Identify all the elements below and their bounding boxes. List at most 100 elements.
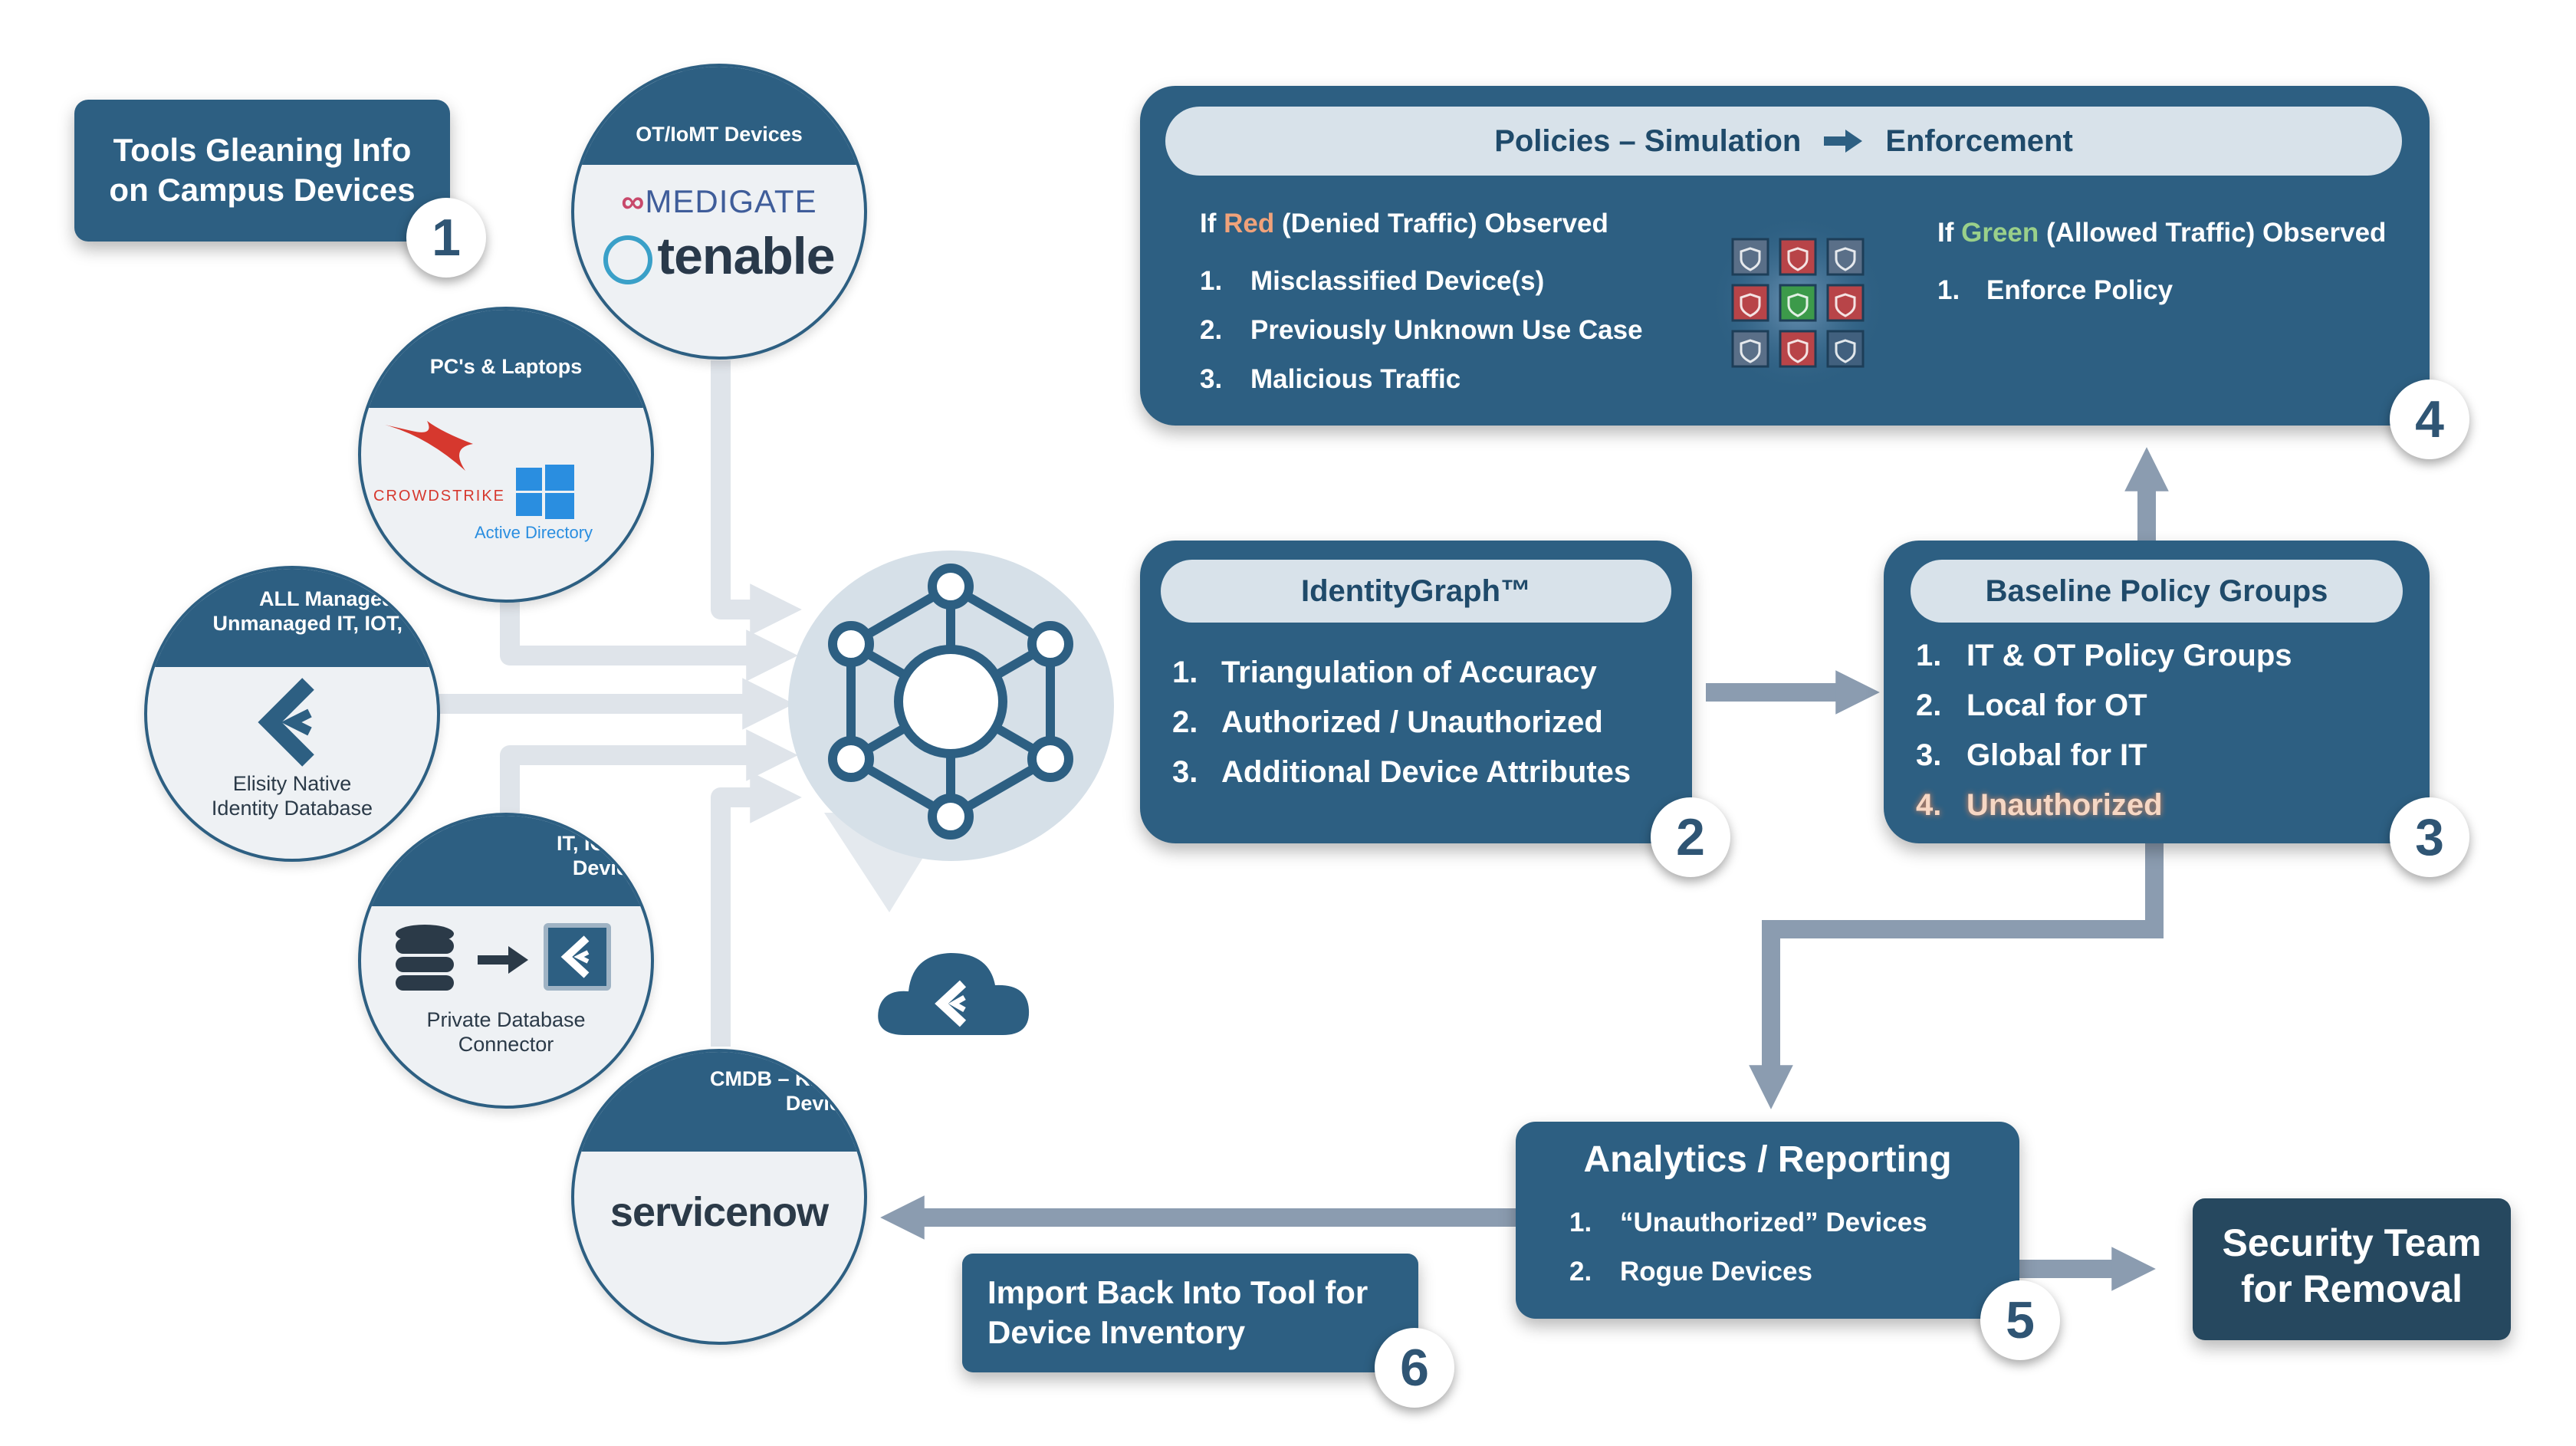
- source-cmdb-caption-line2: Devices: [785, 1092, 864, 1115]
- arrow-cmdb-to-hub: [711, 771, 802, 1047]
- step-badge-3: 3: [2390, 797, 2469, 877]
- analytics-title: Analytics / Reporting: [1583, 1139, 1952, 1180]
- tenable-logo-icon: [603, 235, 653, 285]
- list-number: 1.: [1916, 639, 1942, 672]
- policies-header-pill: Policies – Simulation Enforcement: [1165, 107, 2402, 176]
- list-item: 3. Additional Device Attributes: [1172, 748, 1631, 797]
- list-item: 1. Triangulation of Accuracy: [1172, 648, 1631, 698]
- source-it-caption-line2: Devices: [572, 856, 651, 879]
- analytics-list: 1.“Unauthorized” Devices 2. Rogue Devices: [1569, 1198, 1927, 1296]
- source-it-label2: Connector: [458, 1033, 554, 1056]
- list-item: 2.Local for OT: [1916, 681, 2292, 731]
- list-number: 1.: [1937, 275, 1960, 305]
- source-all-label2: Identity Database: [211, 797, 373, 820]
- source-all-managed-circle: ALL Managed and Unmanaged IT, IOT, OT El…: [144, 566, 440, 862]
- policies-green-heading: If Green (Allowed Traffic) Observed: [1937, 218, 2386, 248]
- database-icon: [396, 925, 454, 991]
- list-text: Rogue Devices: [1620, 1257, 1812, 1287]
- source-ot-caption: OT/IoMT Devices: [574, 67, 864, 165]
- step-badge-4: 4: [2390, 380, 2469, 459]
- import-back-line1: Import Back Into Tool for: [987, 1274, 1368, 1310]
- step-badge-6: 6: [1375, 1328, 1454, 1408]
- security-team-box: Security Team for Removal: [2193, 1198, 2511, 1340]
- list-number: 1.: [1200, 266, 1223, 296]
- identity-graph-box: IdentityGraph™ 1. Triangulation of Accura…: [1140, 541, 1692, 843]
- policies-red-prefix: If: [1200, 209, 1224, 238]
- source-all-label1: Elisity Native: [232, 772, 352, 795]
- policies-header-left: Policies – Simulation: [1494, 123, 1802, 158]
- arrow-right-icon: [478, 946, 528, 974]
- baseline-policy-list: 1. IT & OT Policy Groups 2.Local for OT 3…: [1916, 631, 2292, 830]
- policies-red-heading: If Red (Denied Traffic) Observed: [1200, 209, 1608, 239]
- servicenow-logo-text: servicenow: [610, 1189, 829, 1235]
- analytics-box: Analytics / Reporting 1.“Unauthorized” D…: [1516, 1122, 2019, 1319]
- identity-graph-title: IdentityGraph™: [1161, 560, 1671, 623]
- policies-green-list: 1. Enforce Policy: [1937, 266, 2173, 315]
- list-text: Previously Unknown Use Case: [1250, 315, 1643, 345]
- list-text: Additional Device Attributes: [1221, 755, 1631, 789]
- step-badge-2: 2: [1651, 797, 1730, 877]
- list-number: 2.: [1200, 315, 1223, 345]
- list-item: 1. IT & OT Policy Groups: [1916, 631, 2292, 681]
- list-text: IT & OT Policy Groups: [1967, 639, 2292, 672]
- source-it-label1: Private Database: [426, 1008, 586, 1031]
- connector-elisity-icon: [544, 923, 611, 991]
- policies-box: Policies – Simulation Enforcement If Red…: [1140, 86, 2430, 426]
- source-all-caption: ALL Managed and Unmanaged IT, IOT, OT: [147, 569, 437, 667]
- source-cmdb-circle: CMDB – Known Devices servicenow: [571, 1049, 867, 1345]
- network-hub-icon: [828, 564, 1073, 840]
- list-number: 2.: [1569, 1257, 1592, 1287]
- step-badge-1: 1: [406, 198, 486, 278]
- policies-red-suffix: (Denied Traffic) Observed: [1274, 209, 1608, 238]
- source-all-caption-line1: ALL Managed and: [258, 587, 437, 610]
- list-item: 3.Global for IT: [1916, 731, 2292, 781]
- list-text: Misclassified Device(s): [1250, 266, 1545, 296]
- list-number: 3.: [1172, 755, 1198, 789]
- list-item: 1. Misclassified Device(s): [1200, 257, 1643, 306]
- medigate-logo-icon: ∞: [621, 183, 646, 219]
- list-number: 1.: [1172, 656, 1198, 689]
- import-back-box: Import Back Into Tool for Device Invento…: [962, 1254, 1418, 1372]
- list-text: Local for OT: [1967, 688, 2147, 722]
- list-number: 1.: [1569, 1208, 1592, 1237]
- list-item: 3.Malicious Traffic: [1200, 355, 1643, 404]
- source-all-caption-line2: Unmanaged IT, IOT, OT: [212, 612, 437, 635]
- arrow-ot-to-hub: [711, 360, 802, 636]
- list-number: 4.: [1916, 788, 1942, 822]
- source-it-caption-line1: IT, IOT,OT: [556, 832, 651, 855]
- list-text: Unauthorized: [1967, 788, 2163, 822]
- baseline-policy-box: Baseline Policy Groups 1. IT & OT Policy …: [1884, 541, 2430, 843]
- source-it-iot-ot-circle: IT, IOT,OT Devices Private Database Conn…: [358, 813, 654, 1109]
- cloud-elisity-icon: [878, 953, 1030, 1035]
- arrow-it-to-hub: [500, 729, 798, 813]
- list-item: 4. Unauthorized: [1916, 781, 2292, 830]
- baseline-policy-title: Baseline Policy Groups: [1911, 560, 2403, 623]
- list-text: Enforce Policy: [1986, 275, 2174, 305]
- identity-graph-list: 1. Triangulation of Accuracy 2.Authorized…: [1172, 648, 1631, 797]
- source-pc-caption: PC's & Laptops: [361, 310, 651, 408]
- list-item: 2. Previously Unknown Use Case: [1200, 306, 1643, 355]
- crowdstrike-falcon-icon: [385, 421, 473, 471]
- list-item: 2. Rogue Devices: [1569, 1247, 1927, 1296]
- list-text: Malicious Traffic: [1250, 364, 1461, 394]
- windows-logo-icon: [516, 465, 574, 519]
- list-item: 1. Enforce Policy: [1937, 266, 2173, 315]
- list-item: 2.Authorized / Unauthorized: [1172, 698, 1631, 748]
- tools-gleaning-box: Tools Gleaning Info on Campus Devices: [74, 100, 450, 242]
- policies-green-suffix: (Allowed Traffic) Observed: [2039, 218, 2387, 248]
- list-item: 1.“Unauthorized” Devices: [1569, 1198, 1927, 1247]
- import-back-line2: Device Inventory: [987, 1314, 1246, 1350]
- step-badge-5: 5: [1980, 1280, 2060, 1360]
- source-ot-iomt-circle: OT/IoMT Devices ∞MEDIGATE tenable: [571, 64, 867, 360]
- policies-red-word: Red: [1224, 209, 1275, 238]
- security-team-line2: for Removal: [2241, 1267, 2463, 1310]
- tools-gleaning-line2: on Campus Devices: [109, 172, 416, 208]
- policies-header-right: Enforcement: [1885, 123, 2073, 158]
- crowdstrike-logo-text: CROWDSTRIKE: [373, 488, 505, 504]
- medigate-logo-text: MEDIGATE: [645, 183, 817, 219]
- policies-green-prefix: If: [1937, 218, 1962, 248]
- source-cmdb-caption: CMDB – Known Devices: [574, 1052, 864, 1152]
- list-text: Authorized / Unauthorized: [1221, 705, 1603, 739]
- list-text: Triangulation of Accuracy: [1221, 656, 1597, 689]
- security-team-line1: Security Team: [2222, 1221, 2482, 1264]
